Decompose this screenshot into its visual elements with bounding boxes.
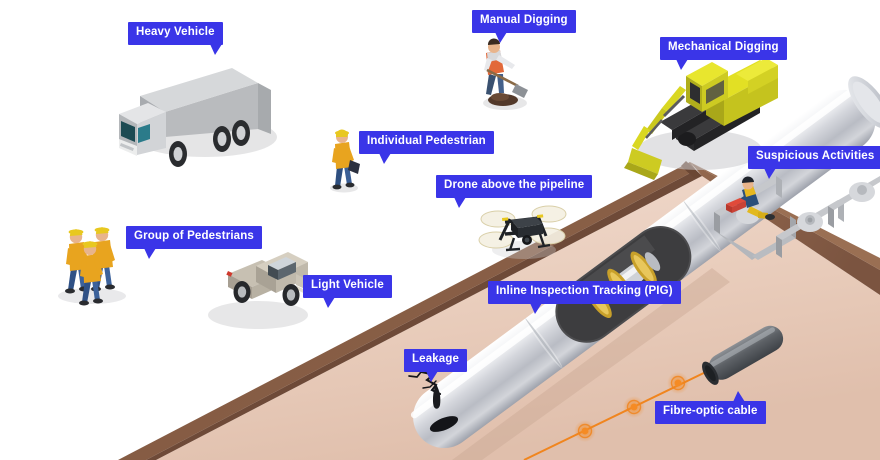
pipe-fitting — [828, 176, 880, 228]
pipe-fitting — [776, 200, 844, 258]
callout-label: Individual Pedestrian — [367, 135, 486, 147]
callout-label: Inline Inspection Tracking (PIG) — [496, 285, 673, 297]
callout-label: Manual Digging — [480, 14, 568, 26]
callout-group-of-pedestrians[interactable]: Group of Pedestrians — [126, 226, 262, 259]
pedestrian — [65, 229, 89, 294]
callout-manual-digging[interactable]: Manual Digging — [472, 10, 576, 43]
red-toolbox — [726, 198, 746, 207]
drone — [478, 205, 567, 259]
callout-tail — [495, 31, 507, 43]
rotor-blur — [479, 232, 513, 248]
carried-bag — [348, 160, 360, 174]
callout-label: Light Vehicle — [311, 279, 384, 291]
callout-tail — [454, 196, 466, 208]
suspicious-person — [726, 176, 775, 220]
callout-label: Suspicious Activities — [756, 150, 875, 162]
fibre-node — [574, 420, 596, 442]
trench-wall-left — [146, 170, 702, 460]
callout-label: Drone above the pipeline — [444, 179, 585, 191]
callout-label: Heavy Vehicle — [136, 26, 215, 38]
callout-fibre-optic-cable[interactable]: Fibre-optic cable — [655, 391, 766, 424]
callout-light-vehicle[interactable]: Light Vehicle — [303, 275, 392, 308]
manual-digging — [483, 38, 528, 110]
rotor-blur — [532, 206, 566, 222]
callout-individual-pedestrian[interactable]: Individual Pedestrian — [359, 131, 494, 164]
callout-inline-inspection-tracking[interactable]: Inline Inspection Tracking (PIG) — [488, 281, 681, 314]
callout-suspicious-activities[interactable]: Suspicious Activities — [748, 146, 880, 179]
callout-tail — [210, 43, 222, 55]
callout-tail — [144, 247, 156, 259]
suspicious-activities — [714, 176, 880, 260]
callout-mechanical-digging[interactable]: Mechanical Digging — [660, 37, 787, 70]
callout-tail — [530, 302, 542, 314]
group-of-pedestrians — [58, 227, 126, 306]
leak-puddle — [429, 416, 459, 432]
callout-label: Leakage — [412, 353, 460, 365]
pipeline-shadow — [452, 268, 730, 460]
excavator-bucket — [628, 148, 662, 174]
callout-tail — [426, 370, 438, 382]
callout-label: Fibre-optic cable — [663, 405, 758, 417]
callout-tail — [733, 391, 745, 402]
cable-duct — [702, 325, 784, 385]
fibre-optic-cable — [523, 325, 784, 460]
callout-tail — [379, 152, 391, 164]
callout-tail — [676, 58, 688, 70]
callout-tail — [323, 296, 335, 308]
callout-leakage[interactable]: Leakage — [404, 349, 468, 382]
callout-drone-above-pipeline[interactable]: Drone above the pipeline — [436, 175, 593, 208]
pedestrian — [79, 241, 103, 306]
fibre-node — [667, 372, 689, 394]
callout-heavy-vehicle[interactable]: Heavy Vehicle — [128, 22, 223, 55]
heavy-vehicle — [119, 68, 277, 167]
callout-label: Mechanical Digging — [668, 41, 779, 53]
light-vehicle — [208, 252, 312, 329]
individual-pedestrian — [330, 129, 360, 193]
mechanical-digging — [624, 58, 778, 180]
fibre-node — [623, 396, 645, 418]
callout-label: Group of Pedestrians — [134, 230, 254, 242]
callout-tail — [764, 167, 776, 179]
